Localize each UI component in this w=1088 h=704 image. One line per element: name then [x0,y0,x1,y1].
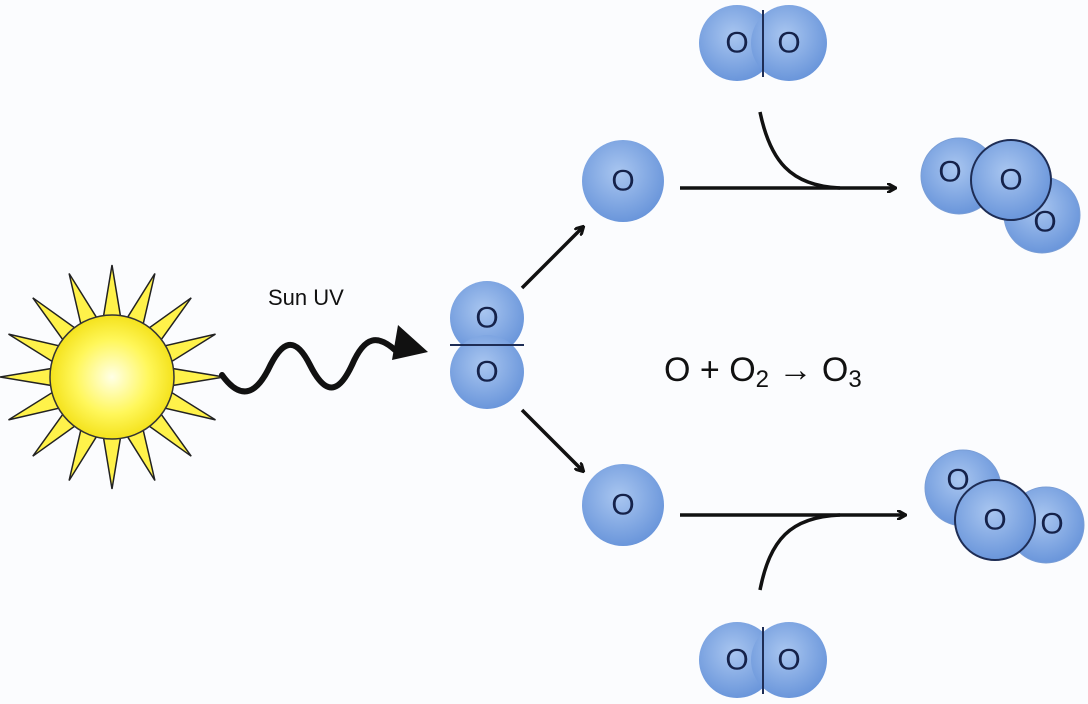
oxygen-molecule-o2-top: O O [699,5,827,81]
atom-label: O [475,302,498,335]
oxygen-atom-bottom: O [582,464,664,546]
uv-arrowhead [392,325,428,360]
atom-label: O [611,165,634,198]
atom-label: O [611,489,634,522]
ozone-molecule-o3-top: O O O [920,137,1081,254]
uv-label: Sun UV [268,285,344,310]
atom-label: O [1040,508,1063,541]
merge-curve-top [758,111,841,190]
split-arrow-down [520,408,583,471]
oxygen-atom-top: O [582,140,664,222]
sun-disc [49,314,175,440]
atom-label: O [999,164,1022,197]
atom-label: O [946,464,969,497]
atom-label: O [938,156,961,189]
atom-label: O [777,644,800,677]
atom-label: O [983,504,1006,537]
oxygen-molecule-o2-bottom: O O [699,622,827,698]
split-arrow-up [520,227,583,290]
atom-label: O [475,356,498,389]
atom-label: O [725,27,748,60]
atom-label: O [1033,206,1056,239]
uv-wave [219,337,398,395]
oxygen-molecule-o2: O O [450,281,524,409]
ozone-molecule-o3-bottom: O O O [924,449,1085,564]
sun-icon [0,264,225,490]
merge-curve-bottom [758,513,841,591]
atom-label: O [725,644,748,677]
atom-label: O [777,27,800,60]
reaction-equation: O + O2 → O3 [664,351,862,393]
